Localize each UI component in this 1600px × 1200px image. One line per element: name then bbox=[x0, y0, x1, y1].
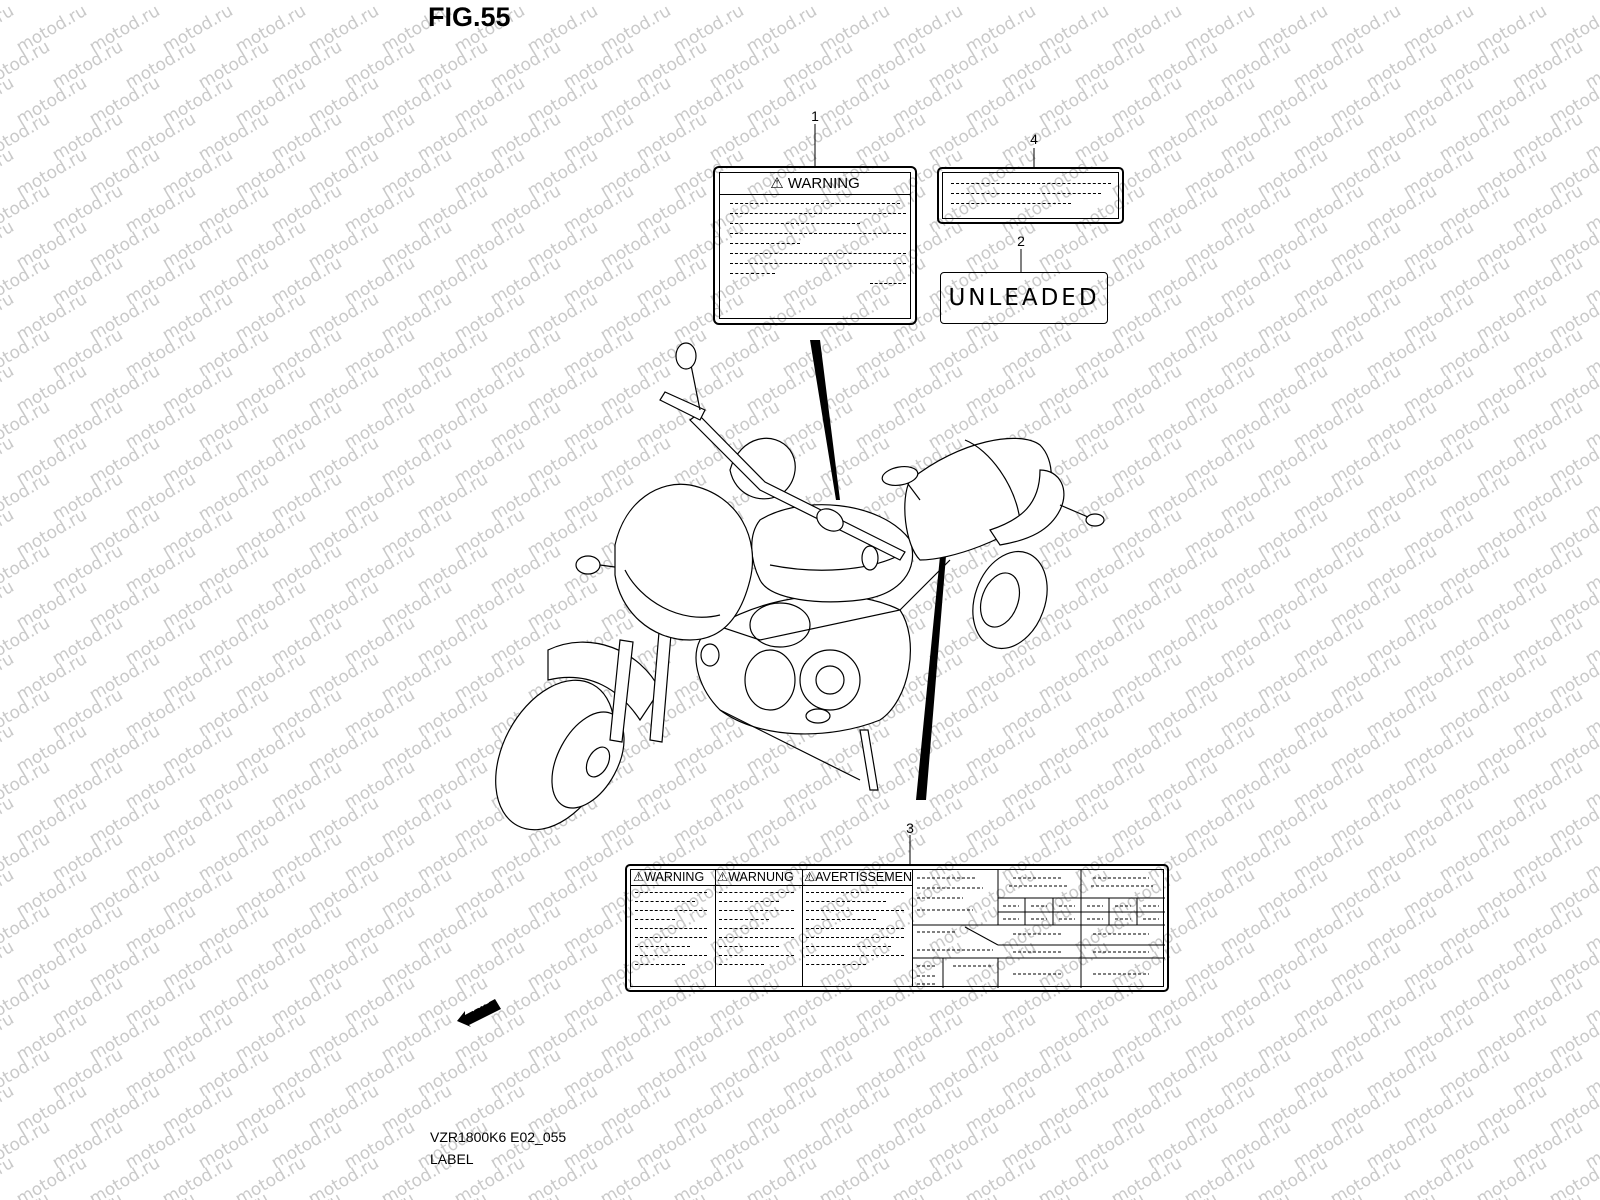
warning-label-heading: ⚠ WARNING bbox=[720, 173, 910, 195]
pointer-label-1 bbox=[810, 340, 840, 500]
tire-pressure-table bbox=[913, 870, 1165, 988]
warning-triangle-icon: ⚠ bbox=[770, 175, 784, 192]
callout-1: 1 bbox=[811, 108, 819, 124]
multilingual-warning-label: ⚠WARNING ⚠WARNUNG bbox=[625, 864, 1169, 992]
warning-triangle-icon: ⚠ bbox=[804, 870, 816, 884]
warning-triangle-icon: ⚠ bbox=[633, 870, 645, 884]
warning-label-body bbox=[720, 195, 910, 284]
callout-3: 3 bbox=[906, 820, 914, 836]
motorcycle-outline bbox=[495, 342, 1105, 831]
forward-arrow-icon bbox=[457, 999, 501, 1027]
warning-column-fr: ⚠AVERTISSEMENT bbox=[802, 870, 913, 986]
warning-label: ⚠ WARNING bbox=[713, 166, 917, 325]
warning-triangle-icon: ⚠ bbox=[717, 870, 729, 884]
unleaded-label: UNLEADED bbox=[940, 272, 1108, 324]
diagram-caption: LABEL bbox=[430, 1151, 474, 1167]
callout-2: 2 bbox=[1017, 233, 1025, 249]
figure-title: FIG.55 bbox=[428, 2, 511, 32]
warning-column-en: ⚠WARNING bbox=[631, 870, 716, 986]
pointer-label-3 bbox=[916, 556, 946, 800]
callout-4: 4 bbox=[1030, 131, 1038, 147]
info-label bbox=[937, 167, 1124, 224]
warning-column-de: ⚠WARNUNG bbox=[715, 870, 803, 986]
diagram-code: VZR1800K6 E02_055 bbox=[430, 1129, 567, 1145]
